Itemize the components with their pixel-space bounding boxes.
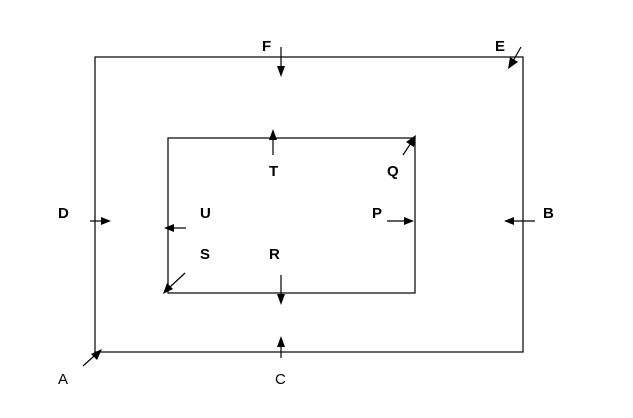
label-S: S bbox=[200, 246, 210, 263]
arrow-P bbox=[387, 217, 414, 225]
label-E: E bbox=[495, 38, 505, 55]
arrow-C bbox=[277, 336, 285, 358]
arrow-Q bbox=[402, 135, 416, 156]
outer-rectangle bbox=[94, 56, 524, 353]
label-D: D bbox=[58, 205, 69, 222]
inner-rectangle bbox=[167, 137, 416, 294]
arrow-T bbox=[269, 129, 277, 155]
arrow-B bbox=[504, 217, 535, 225]
arrow-U bbox=[164, 224, 186, 232]
arrow-R bbox=[277, 275, 285, 305]
label-R: R bbox=[269, 246, 280, 263]
arrow-S bbox=[163, 272, 186, 294]
label-A: A bbox=[58, 371, 68, 388]
arrow-F bbox=[277, 47, 285, 77]
label-U: U bbox=[200, 205, 211, 222]
label-B: B bbox=[543, 205, 554, 222]
label-T: T bbox=[269, 163, 278, 180]
label-F: F bbox=[262, 38, 271, 55]
arrow-E bbox=[508, 46, 522, 69]
label-C: C bbox=[275, 371, 286, 388]
arrow-D bbox=[90, 217, 111, 225]
label-P: P bbox=[372, 205, 382, 222]
arrow-A bbox=[82, 349, 102, 367]
label-Q: Q bbox=[387, 163, 399, 180]
